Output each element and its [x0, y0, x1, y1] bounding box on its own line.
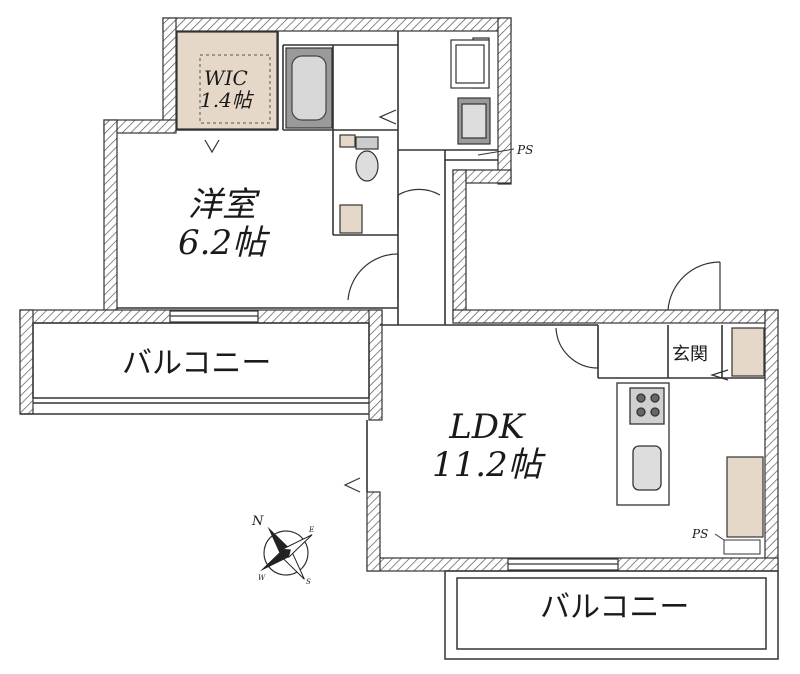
wic-shelf: [199, 54, 271, 124]
wic-size: 1.4帖: [200, 88, 252, 112]
wic-name: WIC: [204, 66, 248, 90]
balcony-upper: [20, 322, 370, 415]
washroom-fixtures: [450, 39, 491, 145]
ps-box-lower: [723, 539, 761, 555]
western-room-label: 洋室 6.2帖: [178, 186, 266, 262]
ps-label-upper: PS: [517, 143, 534, 157]
interior-walls: [117, 31, 765, 492]
western-room-name: 洋室: [188, 185, 257, 225]
toilet: [355, 136, 379, 182]
ldk-label: LDK 11.2帖: [432, 408, 542, 484]
compass-e: E: [309, 526, 315, 534]
compass-rose: [259, 526, 313, 580]
ps-leader-upper: [477, 148, 515, 156]
kitchen-counter: [616, 382, 670, 506]
western-room-size: 6.2帖: [178, 223, 267, 263]
balcony-lower: [444, 570, 779, 660]
ps-label-lower: PS: [692, 527, 709, 541]
window-western: [169, 310, 259, 323]
genkan-label: 玄関: [672, 344, 708, 365]
doors: [204, 109, 729, 493]
wic-label: WIC 1.4帖: [200, 67, 252, 111]
compass-n: N: [252, 514, 264, 529]
compass-s: S: [306, 578, 311, 586]
window-ldk: [507, 558, 619, 571]
balcony-upper-label: バルコニー: [122, 346, 272, 381]
exterior-walls: [19, 17, 779, 572]
ldk-size: 11.2帖: [432, 445, 542, 485]
ldk-name: LDK: [449, 407, 525, 447]
compass-w: W: [258, 574, 266, 582]
balcony-lower-label: バルコニー: [540, 590, 690, 625]
bathtub: [285, 47, 333, 129]
